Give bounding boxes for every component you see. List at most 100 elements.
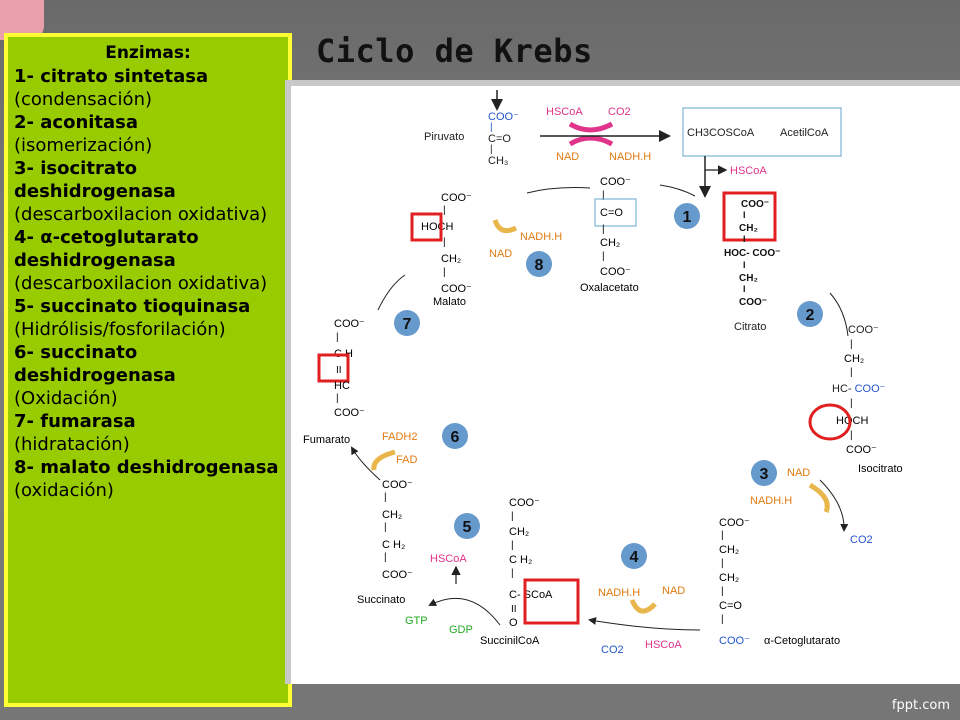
svg-text:C=O: C=O [600,207,623,219]
enzyme-role: (descarboxilacion oxidativa) [14,204,268,225]
svg-text:CH₂: CH₂ [509,526,529,538]
svg-text:C H₂: C H₂ [382,539,405,551]
step-badge-3: 3 [751,460,777,486]
svg-text:AcetilCoA: AcetilCoA [780,127,829,139]
succinilcoa-block: COO⁻ | CH₂ | C H₂ | C- SCoA II O Succini… [480,497,580,647]
krebs-cycle-diagram: COO⁻ | C=O | CH₃ Piruvato HSCoA CO2 NAD … [285,80,960,684]
step-badge-5: 5 [454,513,480,539]
svg-text:|: | [384,522,387,533]
enzyme-item: 8- malato deshidrogenasa(oxidación) [14,456,282,502]
enzyme-role: (hidratación) [14,434,130,455]
svg-text:C=O: C=O [719,600,742,612]
svg-text:|: | [850,339,853,350]
svg-text:FAD: FAD [396,454,417,466]
svg-text:NAD: NAD [787,467,810,479]
svg-text:NADH.H: NADH.H [609,151,651,163]
svg-text:7: 7 [403,316,412,333]
step8-cofactors: NADH.H NAD [489,187,591,260]
svg-text:NADH.H: NADH.H [750,495,792,507]
svg-text:5: 5 [463,519,472,536]
svg-text:II: II [511,604,517,615]
enzyme-name: 4- α-cetoglutarato deshidrogenasa [14,227,199,271]
svg-text:|: | [443,267,446,278]
svg-text:COO⁻: COO⁻ [441,283,472,295]
svg-text:|: | [721,530,724,541]
step-badge-1: 1 [674,203,700,229]
svg-text:HOC- COO⁻: HOC- COO⁻ [724,248,780,259]
svg-text:HSCoA: HSCoA [430,553,467,565]
succinato-block: COO⁻ | CH₂ | C H₂ | COO⁻ Succinato [357,479,413,606]
step-badge-8: 8 [526,251,552,277]
isocitrato-block: COO⁻ | CH₂ | HC- COO⁻ | HOCH | COO⁻ Isoc… [808,292,903,475]
svg-text:|: | [721,614,724,625]
step4-cofactors: NADH.H NAD CO2 HSCoA [588,585,701,656]
svg-text:I: I [743,210,746,220]
svg-text:|: | [511,540,514,551]
svg-text:COO⁻: COO⁻ [382,479,413,491]
curved-arrow-icon [492,219,518,234]
svg-text:|: | [490,122,493,133]
svg-text:COO⁻: COO⁻ [334,318,365,330]
svg-text:CH₂: CH₂ [719,544,739,556]
step7-arc [377,274,406,311]
svg-text:CH₂: CH₂ [739,273,758,284]
step-badge-7: 7 [394,310,420,336]
cofactor-swirl-icon [568,121,614,147]
curved-arrow-icon [629,598,657,614]
svg-text:COO⁻: COO⁻ [441,192,472,204]
svg-text:1: 1 [683,209,692,226]
svg-text:COO⁻: COO⁻ [600,176,631,188]
svg-text:|: | [721,558,724,569]
svg-text:Fumarato: Fumarato [303,434,350,446]
svg-text:|: | [336,332,339,343]
svg-text:|: | [850,398,853,409]
sidebar-heading: Enzimas: [105,43,191,63]
svg-text:GDP: GDP [449,624,473,636]
svg-text:|: | [850,430,853,441]
svg-text:SuccinilCoA: SuccinilCoA [480,635,540,647]
svg-text:Succinato: Succinato [357,594,405,606]
svg-text:HOCH: HOCH [421,221,453,233]
curved-arrow-icon [371,449,396,471]
enzyme-role: (oxidación) [14,480,114,501]
svg-text:CH3COSCoA: CH3COSCoA [687,127,755,139]
svg-text:CH₂: CH₂ [719,572,739,584]
svg-text:C H₂: C H₂ [509,554,532,566]
enzyme-name: 2- aconitasa [14,112,139,133]
svg-text:COO⁻: COO⁻ [719,517,750,529]
svg-text:CO2: CO2 [608,106,631,118]
step5-cofactors: HSCoA GTP GDP [405,553,501,636]
svg-text:NADH.H: NADH.H [520,231,562,243]
svg-text:4: 4 [630,549,639,566]
svg-text:|: | [443,205,446,216]
svg-text:CH₂: CH₂ [844,353,864,365]
malato-block: COO⁻ | HOCH | CH₂ | COO⁻ Malato [410,192,472,308]
enzyme-item: 2- aconitasa(isomerización) [14,111,282,157]
svg-text:Isocitrato: Isocitrato [858,463,903,475]
svg-text:I: I [743,234,746,244]
svg-text:CH₃: CH₃ [488,155,508,167]
svg-text:C- SCoA: C- SCoA [509,589,553,601]
svg-text:FADH2: FADH2 [382,431,417,443]
enzyme-name: 3- isocitrato deshidrogenasa [14,158,176,202]
step-badges: 1 2 3 4 5 6 7 8 [394,203,823,569]
enzyme-role: (descarboxilacion oxidativa) [14,273,268,294]
step6-cofactors: FADH2 FAD [351,431,417,481]
svg-text:COO⁻: COO⁻ [600,266,631,278]
svg-text:COO⁻: COO⁻ [509,497,540,509]
enzyme-list: 1- citrato sintetasa(condensación)2- aco… [14,65,282,502]
svg-text:8: 8 [535,257,544,274]
svg-text:HOCH: HOCH [836,415,868,427]
svg-text:|: | [443,237,446,248]
svg-text:NAD: NAD [489,248,512,260]
fumarato-block: COO⁻ | C H II HC | COO⁻ Fumarato [303,318,365,446]
svg-text:COO⁻: COO⁻ [382,569,413,581]
enzyme-name: 8- malato deshidrogenasa [14,457,279,478]
svg-text:Malato: Malato [433,296,466,308]
svg-text:COO⁻: COO⁻ [739,297,767,308]
enzyme-role: (isomerización) [14,135,153,156]
pyruvate-block: COO⁻ | C=O | CH₃ Piruvato HSCoA CO2 NAD … [424,90,671,167]
svg-text:α-Cetoglutarato: α-Cetoglutarato [764,635,840,647]
enzyme-item: 1- citrato sintetasa(condensación) [14,65,282,111]
svg-text:II: II [336,365,342,376]
